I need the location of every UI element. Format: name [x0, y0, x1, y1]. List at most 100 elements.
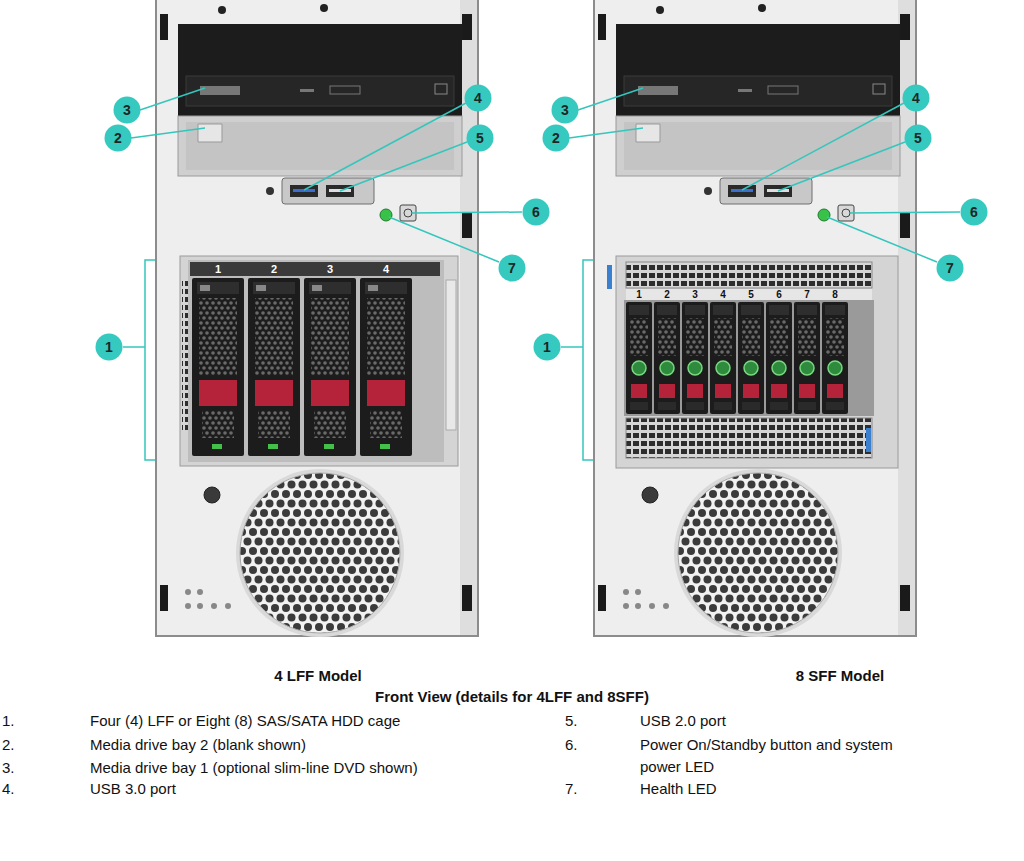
blue-tab [607, 265, 612, 289]
bay-number: 2 [654, 289, 680, 300]
item-number: 6. [565, 734, 625, 756]
leader-line [778, 142, 905, 191]
cage-handle [446, 280, 456, 430]
bay-number: 1 [192, 262, 244, 276]
callout-disc [534, 334, 561, 361]
item-number: 4. [2, 778, 62, 800]
item-description: Health LED [640, 778, 1010, 800]
sff-drive [710, 302, 736, 414]
leader-line [123, 346, 145, 348]
callout-circle: 7 [936, 254, 964, 282]
callout-number: 3 [551, 96, 579, 124]
callout-circle: 2 [104, 124, 132, 152]
sff-drive [682, 302, 708, 414]
sff-drive [822, 302, 848, 414]
callout-number: 4 [902, 84, 930, 112]
bay-number: 4 [710, 289, 736, 300]
callout-disc [937, 255, 964, 282]
bay-number: 3 [304, 262, 356, 276]
item-number: 2. [2, 734, 62, 756]
leader-line [569, 128, 643, 138]
sff-drive [738, 302, 764, 414]
bay-number: 2 [248, 262, 300, 276]
callout-number: 6 [522, 198, 550, 226]
callout-disc [114, 97, 141, 124]
leader-line [742, 103, 904, 190]
leader-line [389, 217, 499, 262]
bay-number: 8 [822, 289, 848, 300]
callout-disc [543, 125, 570, 152]
callout-circle: 4 [902, 84, 930, 112]
callout-disc [961, 199, 988, 226]
bay-number: 6 [766, 289, 792, 300]
sff-drive [766, 302, 792, 414]
leader-line [850, 212, 960, 213]
callout-circle: 5 [466, 124, 494, 152]
callout-circle: 1 [533, 333, 561, 361]
callout-number: 2 [104, 124, 132, 152]
callout-disc [105, 125, 132, 152]
lff-drive [192, 278, 244, 456]
callout-disc [467, 125, 494, 152]
cage-vent [626, 262, 872, 288]
item-description: Power On/Standby button and system power… [640, 734, 910, 778]
leader-lines [123, 88, 960, 460]
leader-line [561, 346, 583, 348]
callout-number: 6 [960, 198, 988, 226]
callout-number: 2 [542, 124, 570, 152]
leader-line [827, 217, 937, 262]
cage-inner [624, 300, 874, 416]
leader-line [578, 88, 643, 110]
item-description: USB 3.0 port [90, 778, 530, 800]
callout-number: 3 [113, 96, 141, 124]
bay-number: 3 [682, 289, 708, 300]
model-name: 8 SFF Model [740, 667, 940, 685]
callout-disc [96, 334, 123, 361]
callout-number: 1 [533, 333, 561, 361]
cage-inner [188, 260, 444, 462]
callout-circle: 4 [464, 84, 492, 112]
cage-frame [616, 256, 898, 468]
leader-line [412, 212, 522, 213]
lff-drive [304, 278, 356, 456]
leader-line [304, 103, 466, 190]
item-description: Four (4) LFF or Eight (8) SAS/SATA HDD c… [90, 710, 530, 732]
figure-title: Front View (details for 4LFF and 8SFF) [212, 688, 812, 706]
callout-disc [523, 199, 550, 226]
callout-disc [552, 97, 579, 124]
item-number: 3. [2, 757, 62, 779]
sff-cage [607, 256, 898, 468]
cage-number-bar [190, 262, 440, 276]
bracket [145, 260, 155, 460]
lff-drive [248, 278, 300, 456]
cage-vent [626, 418, 872, 458]
callout-circle: 1 [95, 333, 123, 361]
bay-number: 7 [794, 289, 820, 300]
callout-number: 5 [466, 124, 494, 152]
item-description: Media drive bay 1 (optional slim-line DV… [90, 757, 530, 779]
bracket [583, 260, 593, 460]
callout-circle: 7 [498, 254, 526, 282]
sff-drive [654, 302, 680, 414]
chassis-right [594, 0, 916, 637]
callout-disc [499, 255, 526, 282]
item-number: 5. [565, 710, 625, 732]
leader-line [340, 142, 467, 191]
bay-number: 4 [360, 262, 412, 276]
callout-disc [465, 85, 492, 112]
model-name: 4 LFF Model [218, 667, 418, 685]
item-description: Media drive bay 2 (blank shown) [90, 734, 530, 756]
callout-number: 5 [904, 124, 932, 152]
item-number: 7. [565, 778, 625, 800]
blue-tab [866, 428, 871, 452]
bay-number: 1 [626, 289, 652, 300]
cage-number-bar [626, 289, 872, 300]
callout-number: 7 [936, 254, 964, 282]
callout-circle: 6 [960, 198, 988, 226]
callout-circle: 5 [904, 124, 932, 152]
bay-number: 5 [738, 289, 764, 300]
chassis-left [156, 0, 478, 637]
callout-number: 1 [95, 333, 123, 361]
